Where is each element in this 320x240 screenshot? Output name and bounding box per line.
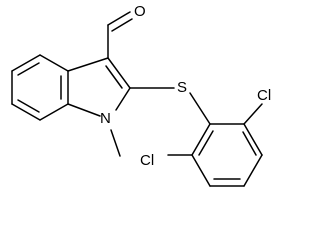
bond-c6-c7 xyxy=(11,103,41,121)
thioether-linkage: S xyxy=(129,79,211,125)
bond-c7-c7a xyxy=(39,103,69,121)
bond-c3-c2 xyxy=(107,57,131,89)
bond-n1-methyl xyxy=(110,129,121,157)
molecule-structure: O N S Cl Cl xyxy=(11,3,271,187)
oxygen-atom-label: O xyxy=(134,3,146,20)
indole-pyrrole-ring xyxy=(67,57,131,117)
chlorine-bottom-atom-label: Cl xyxy=(140,152,154,169)
bond-c3a-c4 xyxy=(39,54,69,72)
n-methyl-group: N xyxy=(100,110,121,157)
bond-c4-c5 xyxy=(11,54,41,72)
bond-c2p-c3p xyxy=(243,123,263,156)
sulfur-atom-label: S xyxy=(177,79,187,96)
dichlorophenyl-ring xyxy=(191,123,263,187)
bond-c3a-c3 xyxy=(67,57,109,72)
bond-c3p-c4p xyxy=(243,154,263,187)
bond-c6-c7-double xyxy=(17,99,40,113)
bond-c2p-cl xyxy=(243,103,263,125)
aldehyde-group: O xyxy=(107,3,146,59)
bond-c5p-c6p xyxy=(191,154,211,187)
chlorine-substituents: Cl Cl xyxy=(140,87,271,169)
indole-benzene-ring xyxy=(11,54,69,121)
bond-c3-c2-double xyxy=(105,65,123,89)
bond-cho-o-double xyxy=(111,18,133,32)
bond-c2p-c3p-double xyxy=(242,131,257,156)
nitrogen-atom-label: N xyxy=(100,110,111,127)
bond-c4-c5-double xyxy=(17,62,40,76)
bond-c6p-c1p xyxy=(191,123,211,156)
bond-c2-n1 xyxy=(115,87,131,111)
bond-cho-o xyxy=(107,11,131,26)
chlorine-top-atom-label: Cl xyxy=(257,87,271,104)
bond-n1-c7a xyxy=(67,103,101,117)
bond-c6p-c1p-double xyxy=(198,130,214,156)
bond-s-c1prime xyxy=(189,92,211,125)
